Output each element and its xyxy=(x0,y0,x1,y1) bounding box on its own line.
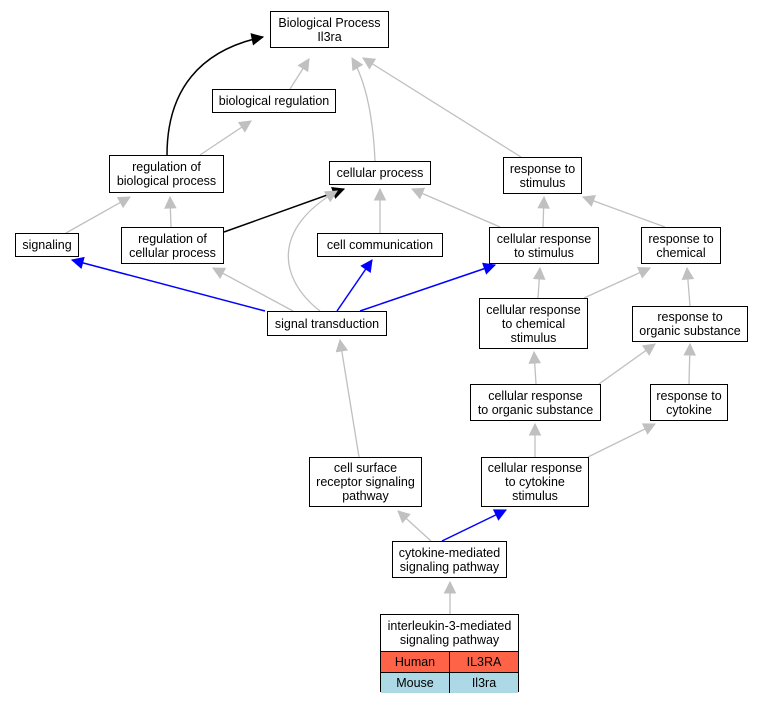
arrowhead-1 xyxy=(250,33,265,46)
edge-17 xyxy=(583,267,651,299)
arrowhead-19 xyxy=(681,266,695,280)
legend-row-mouse: Mouse Il3ra xyxy=(381,672,518,693)
node-response-to-stimulus[interactable]: response to stimulus xyxy=(503,157,582,194)
arrowhead-5 xyxy=(116,196,131,209)
node-biological-process[interactable]: Biological Process Il3ra xyxy=(270,11,389,48)
node-cell-communication[interactable]: cell communication xyxy=(317,233,443,257)
species-human: Human xyxy=(394,655,436,669)
edge-11 xyxy=(582,196,666,228)
arrowhead-9 xyxy=(410,187,426,200)
arrowhead-4 xyxy=(362,57,377,70)
species-mouse: Mouse xyxy=(396,676,434,690)
arrowhead-14 xyxy=(212,267,227,280)
node-response-to-chemical[interactable]: response to chemical xyxy=(641,227,721,264)
node-signal-transduction[interactable]: signal transduction xyxy=(267,311,387,336)
node-cellular-response-to-chemical-stimulus[interactable]: cellular response to chemical stimulus xyxy=(479,298,588,349)
arrowhead-21 xyxy=(528,350,542,364)
edge-12 xyxy=(71,259,266,312)
arrowhead-16 xyxy=(482,262,497,275)
edge-27 xyxy=(441,509,507,542)
node-response-to-organic-substance[interactable]: response to organic substance xyxy=(632,306,748,342)
arrowhead-28 xyxy=(443,580,457,594)
arrowhead-10 xyxy=(537,195,550,209)
arrowhead-12 xyxy=(70,256,85,270)
node-regulation-of-cellular-process[interactable]: regulation of cellular process xyxy=(121,227,224,264)
gene-mouse: Il3ra xyxy=(449,673,518,693)
node-cellular-response-to-cytokine-stimulus[interactable]: cellular response to cytokine stimulus xyxy=(481,457,589,507)
edge-23 xyxy=(339,339,360,458)
arrowhead-27 xyxy=(492,509,508,521)
node-interleukin-3-mediated-signaling-pathway[interactable]: interleukin-3-mediated signaling pathway… xyxy=(380,614,519,693)
arrowhead-3 xyxy=(351,57,364,72)
arrowhead-23 xyxy=(335,338,349,353)
gene-human: IL3RA xyxy=(449,652,518,672)
arrowhead-2 xyxy=(237,120,252,133)
edge-14 xyxy=(212,267,294,312)
edge-13 xyxy=(287,190,338,312)
legend-title: interleukin-3-mediated signaling pathway xyxy=(387,619,512,647)
arrowhead-11 xyxy=(581,195,596,207)
node-cellular-process[interactable]: cellular process xyxy=(329,161,431,185)
node-signaling[interactable]: signaling xyxy=(15,233,79,257)
arrowhead-6 xyxy=(164,195,177,209)
edge-16 xyxy=(359,264,496,312)
arrowhead-18 xyxy=(532,266,546,280)
node-biological-regulation[interactable]: biological regulation xyxy=(212,89,336,113)
arrowhead-20 xyxy=(641,343,656,356)
edge-7 xyxy=(223,188,345,233)
edge-1 xyxy=(166,36,264,156)
node-cellular-response-to-organic-substance[interactable]: cellular response to organic substance xyxy=(470,384,601,421)
arrowhead-13 xyxy=(323,190,338,203)
node-response-to-cytokine[interactable]: response to cytokine xyxy=(650,384,728,421)
node-cytokine-mediated-signaling-pathway[interactable]: cytokine-mediated signaling pathway xyxy=(392,541,507,578)
edge-5 xyxy=(65,196,131,234)
arrowhead-24 xyxy=(641,423,657,435)
arrowhead-26 xyxy=(397,510,411,524)
arrowhead-22 xyxy=(683,342,697,356)
edge-4 xyxy=(362,57,522,158)
arrowhead-25 xyxy=(528,422,542,436)
arrowhead-0 xyxy=(297,58,310,73)
node-cell-surface-receptor-signaling-pathway[interactable]: cell surface receptor signaling pathway xyxy=(309,457,422,507)
arrowhead-15 xyxy=(360,259,373,274)
node-regulation-of-biological-process[interactable]: regulation of biological process xyxy=(109,155,224,193)
edge-24 xyxy=(587,423,656,458)
arrowhead-8 xyxy=(373,187,387,201)
node-cellular-response-to-stimulus[interactable]: cellular response to stimulus xyxy=(489,227,599,264)
arrowhead-17 xyxy=(636,267,652,279)
edge-9 xyxy=(411,188,501,228)
edge-3 xyxy=(351,57,376,162)
legend-row-human: Human IL3RA xyxy=(381,651,518,672)
